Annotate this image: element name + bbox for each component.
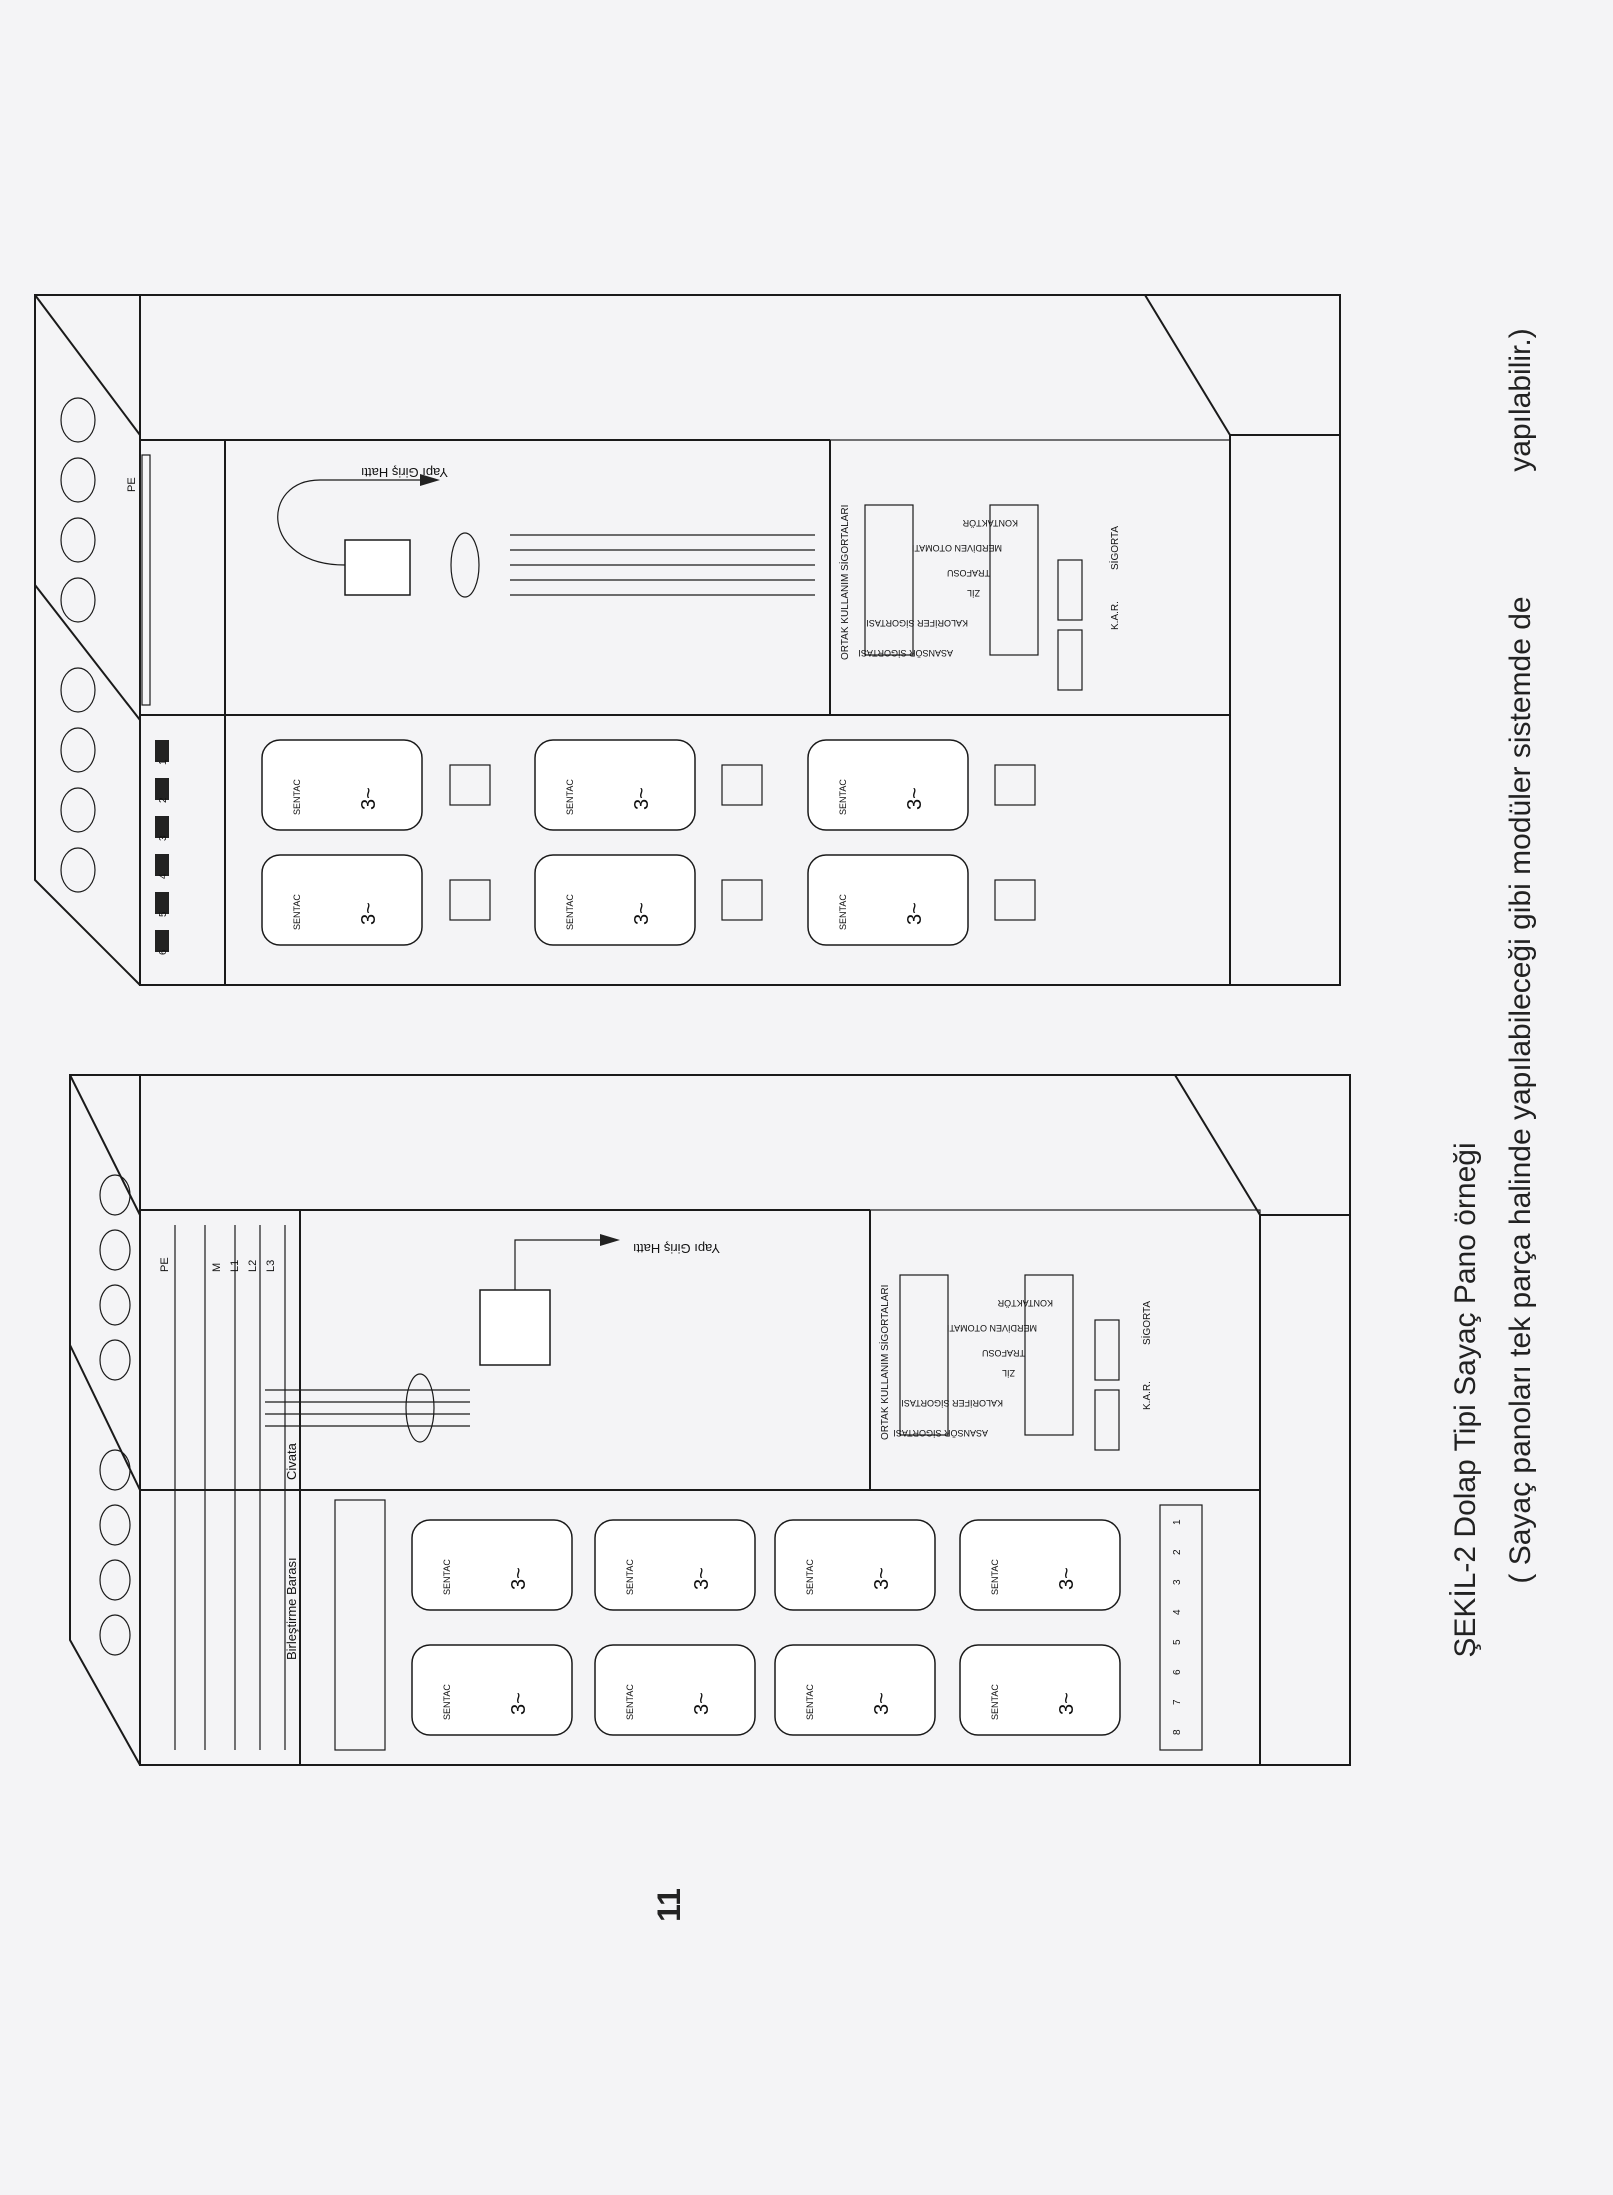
top-terminal-1: 6 xyxy=(158,949,169,955)
top-meter-labels: SENTAC 3~ SENTAC 3~ SENTAC 3~ SENTAC 3~ … xyxy=(292,779,926,930)
top-sigorta-label: SİGORTA xyxy=(1108,526,1121,570)
bottom-common-fuses xyxy=(899,1274,1120,1451)
bottom-bar-l1: L1 xyxy=(229,1260,241,1272)
meter-phase: 3~ xyxy=(631,902,653,925)
meter-phase: 3~ xyxy=(358,787,380,810)
bottom-bar-l3: L3 xyxy=(265,1260,277,1272)
bottom-terminal-numbers: 8 7 6 5 4 3 2 1 xyxy=(1172,1519,1183,1735)
top-common-fuses xyxy=(864,504,1083,691)
top-pe-label: PE xyxy=(126,477,138,492)
bottom-bus-label: Birleştirme Barası xyxy=(284,1557,299,1660)
bottom-terminal: 7 xyxy=(1172,1699,1183,1705)
bottom-terminal: 2 xyxy=(1172,1549,1183,1555)
bottom-bar-m: M xyxy=(211,1263,223,1272)
top-fuse-label-2: KALORİFER SİGORTASI xyxy=(866,618,968,628)
meter-phase: 3~ xyxy=(508,1692,530,1715)
bottom-fuse-label-3: ZİL xyxy=(1002,1368,1015,1378)
meter-brand: SENTAC xyxy=(565,894,575,930)
bottom-fuse-label-5: MERDİVEN OTOMATI xyxy=(947,1323,1037,1333)
bottom-kar-label: K.A.R. xyxy=(1142,1381,1153,1410)
meter-phase: 3~ xyxy=(691,1567,713,1590)
bottom-terminal: 3 xyxy=(1172,1579,1183,1585)
bottom-fuse-label-2: KALORİFER SİGORTASI xyxy=(901,1398,1003,1408)
top-meter-fuses xyxy=(449,764,1036,921)
top-fuse-label-3: ZİL xyxy=(967,588,980,598)
meter-phase: 3~ xyxy=(904,902,926,925)
bottom-terminal: 5 xyxy=(1172,1639,1183,1645)
meter-brand: SENTAC xyxy=(442,1559,452,1595)
top-terminal-3: 4 xyxy=(158,873,169,879)
top-terminal-blocks xyxy=(155,740,169,952)
top-fuse-label-5: MERDİVEN OTOMATI xyxy=(912,543,1002,553)
top-group-title: ORTAK KULLANIM SİGORTALARI xyxy=(838,505,851,660)
bottom-civata-label: Civata xyxy=(284,1442,299,1480)
top-terminal-4: 3 xyxy=(158,835,169,841)
meter-brand: SENTAC xyxy=(442,1684,452,1720)
meter-brand: SENTAC xyxy=(990,1559,1000,1595)
meter-brand: SENTAC xyxy=(990,1684,1000,1720)
top-cabinet xyxy=(34,294,1341,986)
bottom-pe-label: PE xyxy=(159,1257,171,1272)
bottom-bar-l2: L2 xyxy=(247,1260,259,1272)
meter-brand: SENTAC xyxy=(805,1684,815,1720)
top-terminal-6: 1 xyxy=(158,759,169,765)
meter-brand: SENTAC xyxy=(805,1559,815,1595)
meter-phase: 3~ xyxy=(904,787,926,810)
bottom-fuse-label-1: ASANSÖR SİGORTASI xyxy=(893,1428,988,1438)
page-number: 11 xyxy=(651,1888,687,1922)
bottom-fuse-label-4: TRAFOSU xyxy=(982,1348,1025,1358)
top-kar-label: K.A.R. xyxy=(1110,601,1121,630)
bottom-meters xyxy=(411,1519,1121,1736)
meter-brand: SENTAC xyxy=(838,894,848,930)
meter-phase: 3~ xyxy=(691,1692,713,1715)
meter-brand: SENTAC xyxy=(625,1684,635,1720)
bottom-cabinet xyxy=(69,1074,1351,1766)
bottom-terminal: 1 xyxy=(1172,1519,1183,1525)
bottom-bus-bars xyxy=(174,1225,286,1750)
top-cable-holes xyxy=(60,397,96,893)
top-fuse-label-1: ASANSÖR SİGORTASI xyxy=(858,648,953,658)
top-fuse-label-6: KONTAKTÖR xyxy=(962,518,1018,528)
bottom-terminal: 4 xyxy=(1172,1609,1183,1615)
bottom-terminal: 6 xyxy=(1172,1669,1183,1675)
meter-phase: 3~ xyxy=(871,1692,893,1715)
bottom-terminal: 8 xyxy=(1172,1729,1183,1735)
meter-brand: SENTAC xyxy=(292,779,302,815)
bottom-cable-holes xyxy=(99,1174,131,1656)
meter-phase: 3~ xyxy=(358,902,380,925)
meter-phase: 3~ xyxy=(871,1567,893,1590)
top-terminal-2: 5 xyxy=(158,911,169,917)
meter-brand: SENTAC xyxy=(625,1559,635,1595)
caption-subtitle-line1: ( Sayaç panoları tek parça halinde yapıl… xyxy=(1504,596,1537,1583)
top-terminal-5: 2 xyxy=(158,797,169,803)
bottom-fuse-label-6: KONTAKTÖR xyxy=(997,1298,1053,1308)
caption-title: ŞEKİL-2 Dolap Tipi Sayaç Pano örneği xyxy=(1449,1142,1482,1657)
bottom-meter-labels: SENTAC 3~ SENTAC 3~ SENTAC 3~ SENTAC 3~ … xyxy=(442,1559,1078,1720)
meter-brand: SENTAC xyxy=(838,779,848,815)
top-meters xyxy=(261,739,969,946)
bottom-group-title: ORTAK KULLANIM SİGORTALARI xyxy=(878,1285,891,1440)
meter-phase: 3~ xyxy=(631,787,653,810)
meter-brand: SENTAC xyxy=(292,894,302,930)
meter-phase: 3~ xyxy=(1056,1567,1078,1590)
top-entry-label: Yapı Giriş Hattı xyxy=(361,465,448,480)
top-fuse-label-4: TRAFOSU xyxy=(947,568,990,578)
bottom-entry-label: Yapı Giriş Hattı xyxy=(633,1241,720,1256)
bottom-cables xyxy=(265,1234,620,1443)
caption-subtitle-line2: yapılabilir.) xyxy=(1504,328,1537,471)
bottom-sigorta-label: SİGORTA xyxy=(1140,1301,1153,1345)
meter-phase: 3~ xyxy=(1056,1692,1078,1715)
top-cables xyxy=(277,474,815,598)
meter-brand: SENTAC xyxy=(565,779,575,815)
meter-phase: 3~ xyxy=(508,1567,530,1590)
